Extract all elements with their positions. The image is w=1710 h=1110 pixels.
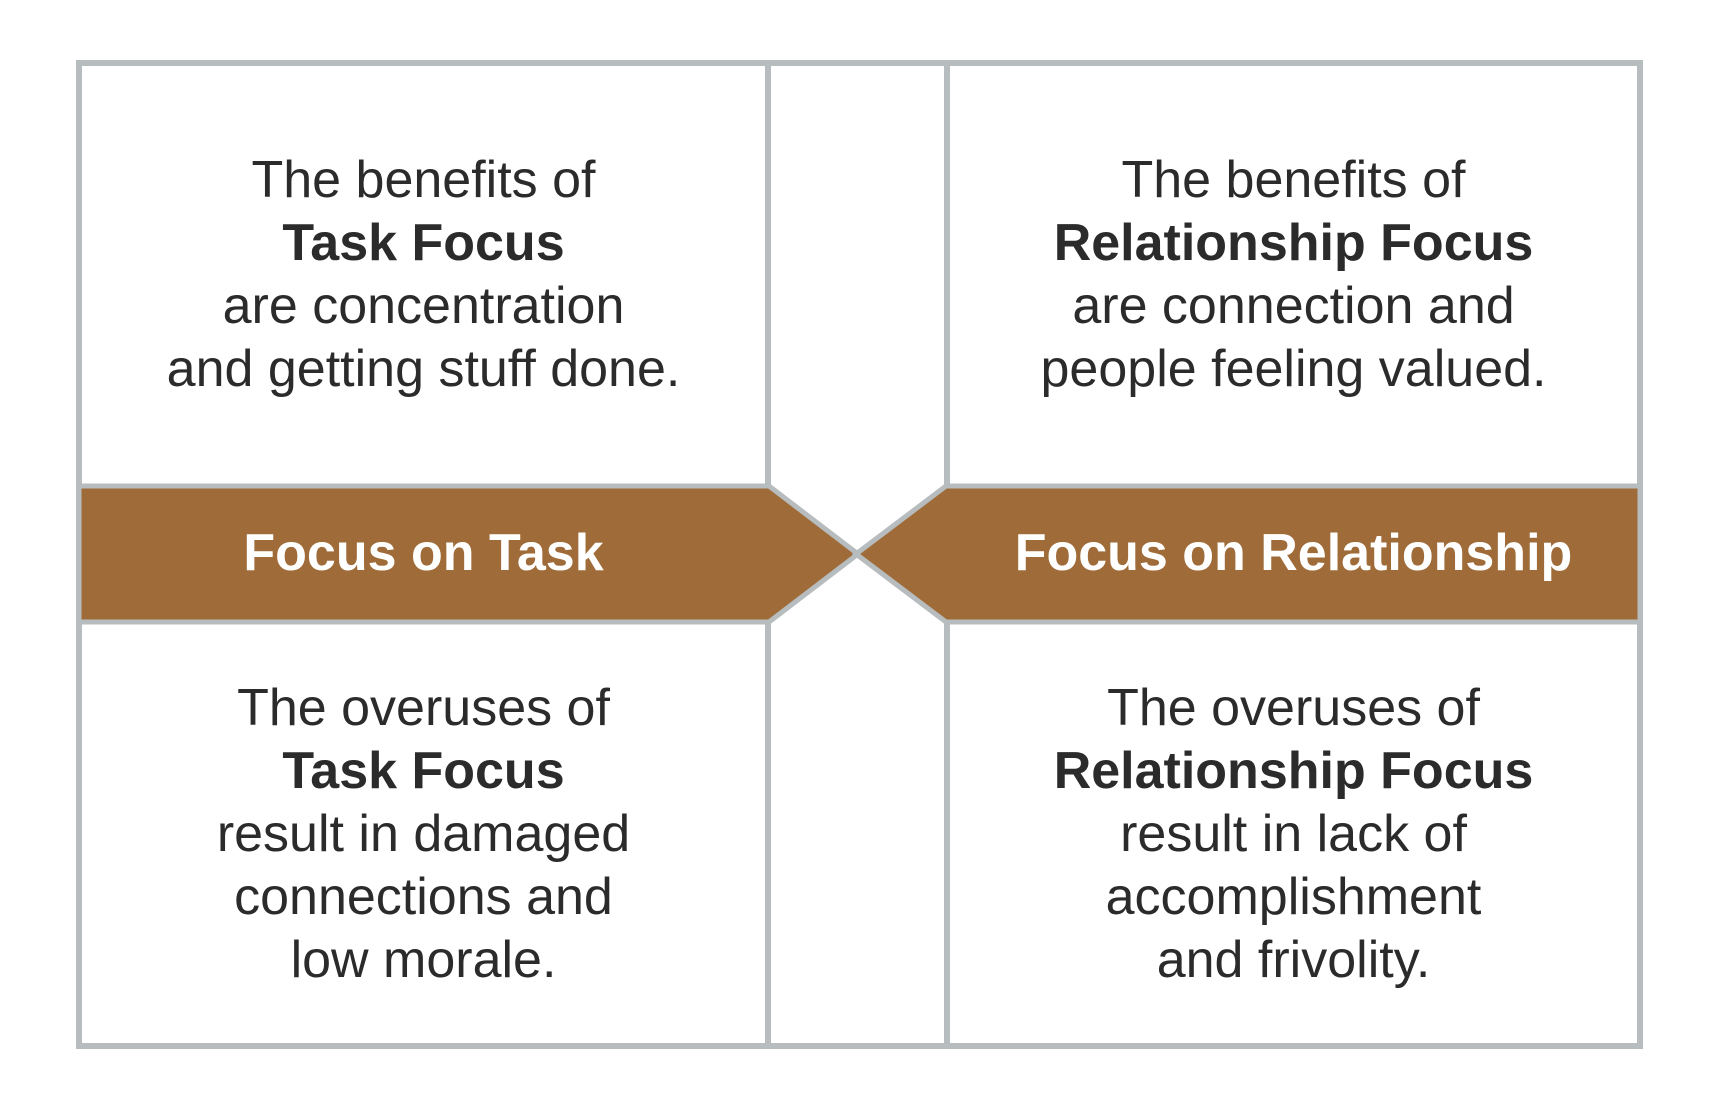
text-line-emphasis: Relationship Focus (1053, 213, 1534, 272)
text-line: are concentration (222, 276, 625, 335)
text-line-emphasis: Task Focus (282, 741, 565, 800)
text-line: The overuses of (1107, 678, 1480, 737)
text-line: connections and (234, 867, 613, 926)
band-label-focus-on-task: Focus on Task (243, 524, 604, 582)
text-line-emphasis: Relationship Focus (1053, 741, 1534, 800)
text-line: people feeling valued. (1040, 339, 1547, 398)
text-line: result in lack of (1120, 804, 1467, 863)
text-line: The benefits of (1121, 150, 1466, 209)
text-line-emphasis: Task Focus (282, 213, 565, 272)
text-line: are connection and (1072, 276, 1515, 335)
text-line: and getting stuff done. (166, 339, 681, 398)
task-arrow-band (76, 483, 863, 625)
band-label-focus-on-relationship: Focus on Relationship (1014, 524, 1573, 582)
relationship-arrow-band (851, 483, 1643, 625)
quadrant-relationship-overuses: The overuses of Relationship Focus resul… (950, 625, 1637, 1043)
text-line: and frivolity. (1156, 930, 1431, 989)
text-line: The benefits of (251, 150, 596, 209)
text-line: low morale. (290, 930, 557, 989)
text-line: result in damaged (216, 804, 631, 863)
text-line: The overuses of (237, 678, 610, 737)
quadrant-task-overuses: The overuses of Task Focus result in dam… (82, 625, 765, 1043)
text-line: accomplishment (1105, 867, 1482, 926)
quadrant-relationship-benefits: The benefits of Relationship Focus are c… (950, 66, 1637, 483)
quadrant-task-benefits: The benefits of Task Focus are concentra… (82, 66, 765, 483)
